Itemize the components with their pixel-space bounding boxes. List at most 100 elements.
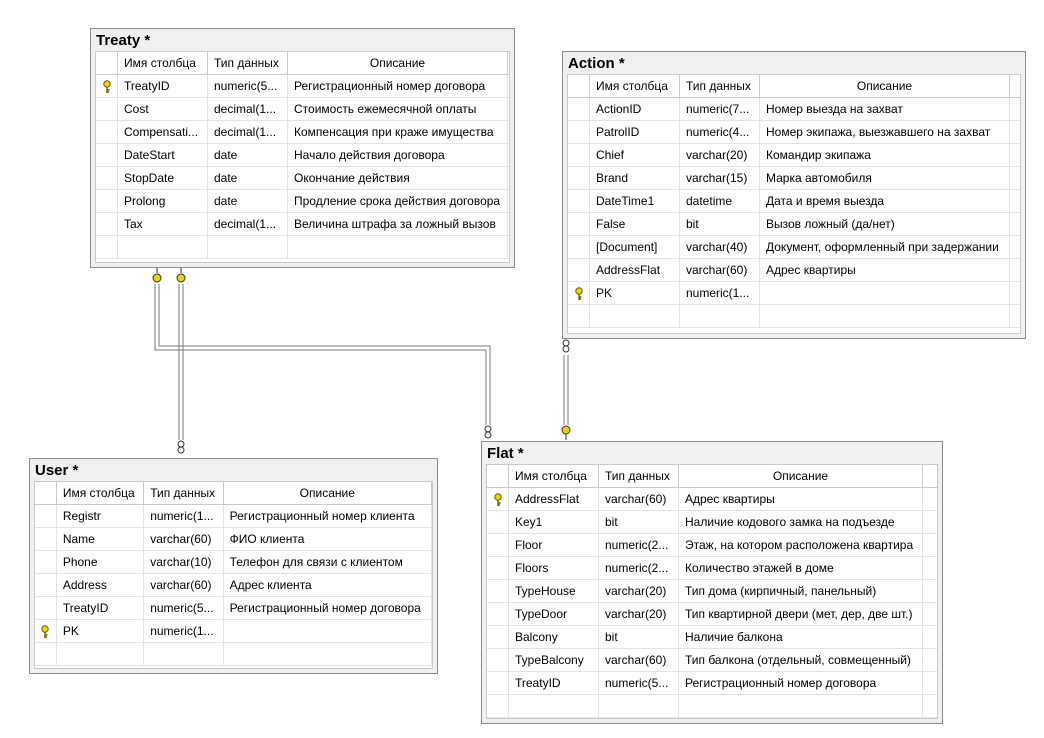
column-name-cell[interactable]: Floor [509,534,599,556]
data-type-cell[interactable]: datetime [680,190,760,212]
empty-column-row[interactable] [568,305,1020,328]
empty-column-row[interactable] [35,643,432,666]
column-name-cell[interactable]: Name [57,528,145,550]
column-name-cell[interactable]: PK [590,282,680,304]
column-name-cell[interactable] [590,305,680,327]
column-name-cell[interactable]: Chief [590,144,680,166]
data-type-cell[interactable]: numeric(4... [680,121,760,143]
empty-column-row[interactable] [96,236,509,259]
row-selector[interactable] [487,534,509,556]
column-name-cell[interactable]: Prolong [118,190,208,212]
description-cell[interactable]: Номер выезда на захват [760,98,1010,120]
description-cell[interactable]: Количество этажей в доме [679,557,923,579]
data-type-cell[interactable]: varchar(20) [599,603,679,625]
row-selector[interactable] [568,167,590,189]
description-cell[interactable]: ФИО клиента [224,528,432,550]
column-name-cell[interactable]: TypeHouse [509,580,599,602]
treaty-user-relationship[interactable] [178,284,184,440]
row-selector[interactable] [96,213,118,235]
description-cell[interactable]: Компенсация при краже имущества [288,121,508,143]
column-name-cell[interactable]: ActionID [590,98,680,120]
data-type-cell[interactable]: decimal(1... [208,213,288,235]
row-selector[interactable] [568,236,590,258]
column-row[interactable]: Compensati...decimal(1...Компенсация при… [96,121,509,144]
column-name-cell[interactable]: TreatyID [57,597,145,619]
description-cell[interactable]: Телефон для связи с клиентом [224,551,432,573]
column-name-cell[interactable] [509,695,599,717]
data-type-cell[interactable]: numeric(1... [144,620,224,642]
data-type-cell[interactable]: decimal(1... [208,121,288,143]
description-cell[interactable]: Окончание действия [288,167,508,189]
data-type-cell[interactable]: varchar(20) [599,580,679,602]
column-name-cell[interactable]: Brand [590,167,680,189]
data-type-cell[interactable]: varchar(60) [144,528,224,550]
description-cell[interactable]: Тип квартирной двери (мет, дер, две шт.) [679,603,923,625]
column-name-cell[interactable]: Registr [57,505,145,527]
column-name-cell[interactable]: TypeDoor [509,603,599,625]
description-cell[interactable]: Регистрационный номер клиента [224,505,432,527]
description-cell[interactable]: Адрес квартиры [679,488,923,510]
description-cell[interactable]: Адрес клиента [224,574,432,596]
data-type-cell[interactable] [680,305,760,327]
data-type-cell[interactable]: numeric(2... [599,534,679,556]
column-name-cell[interactable]: Cost [118,98,208,120]
column-name-cell[interactable] [118,236,208,258]
data-type-cell[interactable]: varchar(60) [599,488,679,510]
row-selector[interactable] [35,528,57,550]
description-cell[interactable]: Номер экипажа, выезжавшего на захват [760,121,1010,143]
description-cell[interactable] [224,643,432,665]
row-selector[interactable] [96,98,118,120]
column-name-cell[interactable]: DateStart [118,144,208,166]
description-cell[interactable] [760,305,1010,327]
data-type-cell[interactable]: numeric(1... [680,282,760,304]
data-type-cell[interactable]: varchar(60) [680,259,760,281]
description-cell[interactable]: Величина штрафа за ложный вызов [288,213,508,235]
data-type-cell[interactable]: varchar(20) [680,144,760,166]
column-row[interactable]: [Document]varchar(40)Документ, оформленн… [568,236,1020,259]
row-selector[interactable] [35,551,57,573]
description-cell[interactable]: Командир экипажа [760,144,1010,166]
description-cell[interactable] [224,620,432,642]
column-name-cell[interactable]: Phone [57,551,145,573]
description-cell[interactable]: Марка автомобиля [760,167,1010,189]
column-name-cell[interactable]: AddressFlat [590,259,680,281]
data-type-cell[interactable] [599,695,679,717]
row-selector[interactable] [487,695,509,717]
row-selector[interactable] [487,626,509,648]
column-name-cell[interactable]: PatrolID [590,121,680,143]
row-selector[interactable] [487,511,509,533]
data-type-cell[interactable]: varchar(60) [599,649,679,671]
description-cell[interactable]: Стоимость ежемесячной оплаты [288,98,508,120]
data-type-cell[interactable]: numeric(5... [144,597,224,619]
data-type-cell[interactable]: decimal(1... [208,98,288,120]
description-cell[interactable]: Наличие кодового замка на подъезде [679,511,923,533]
row-selector[interactable] [35,505,57,527]
description-cell[interactable]: Тип балкона (отдельный, совмещенный) [679,649,923,671]
row-selector[interactable] [96,236,118,258]
row-selector[interactable] [96,144,118,166]
data-type-cell[interactable]: bit [599,626,679,648]
row-selector[interactable] [568,213,590,235]
column-name-cell[interactable]: Floors [509,557,599,579]
row-selector[interactable] [568,305,590,327]
data-type-cell[interactable]: varchar(15) [680,167,760,189]
description-cell[interactable]: Начало действия договора [288,144,508,166]
